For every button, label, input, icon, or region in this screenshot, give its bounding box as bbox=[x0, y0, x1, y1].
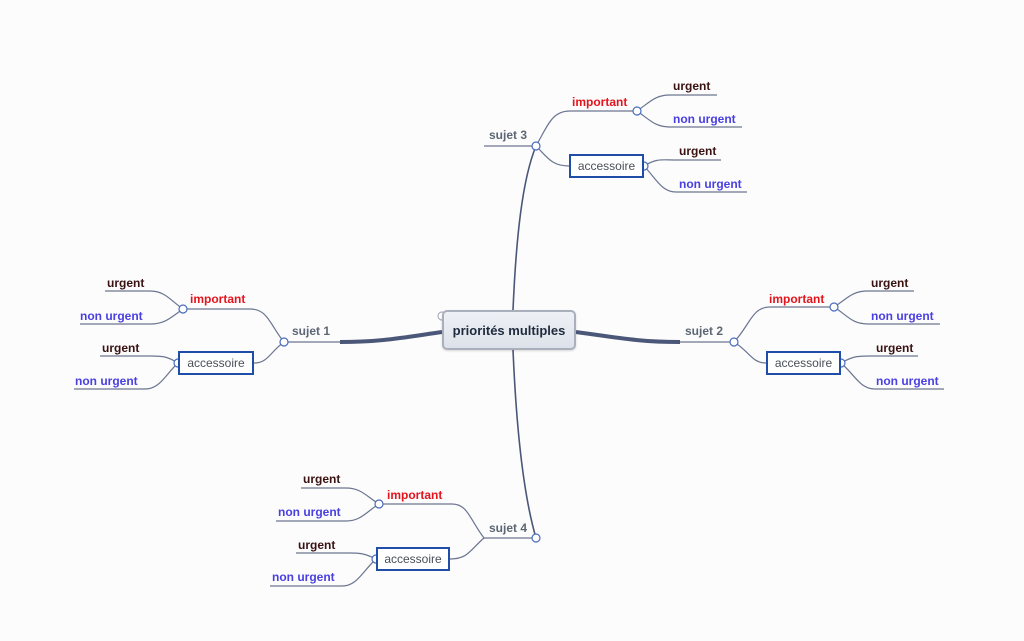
s3-important-urgent[interactable]: urgent bbox=[673, 79, 711, 93]
s4-important-non-urgent[interactable]: non urgent bbox=[278, 505, 341, 519]
topic-sujet-4[interactable]: sujet 4 bbox=[489, 521, 528, 535]
node-handle-s4-important bbox=[374, 499, 384, 509]
node-handle-sujet1 bbox=[279, 337, 289, 347]
topic-sujet-3[interactable]: sujet 3 bbox=[489, 128, 528, 142]
root-node[interactable]: priorités multiples bbox=[442, 310, 576, 350]
s4-accessoire-non-urgent[interactable]: non urgent bbox=[272, 570, 335, 584]
branch-root-sujet3 bbox=[512, 145, 537, 311]
s3-accessoire-non-urgent[interactable]: non urgent bbox=[679, 177, 742, 191]
s1-accessoire-urgent[interactable]: urgent bbox=[102, 341, 140, 355]
topic-sujet-1[interactable]: sujet 1 bbox=[292, 324, 331, 338]
s2-accessoire-node[interactable]: accessoire bbox=[766, 351, 841, 375]
node-handle-sujet4 bbox=[531, 533, 541, 543]
s4-important-urgent[interactable]: urgent bbox=[303, 472, 341, 486]
s1-important-non-urgent[interactable]: non urgent bbox=[80, 309, 143, 323]
node-handle-sujet2 bbox=[729, 337, 739, 347]
s1-important-urgent[interactable]: urgent bbox=[107, 276, 145, 290]
s4-important-node[interactable]: important bbox=[387, 488, 443, 502]
s2-accessoire-urgent[interactable]: urgent bbox=[876, 341, 914, 355]
s2-important-non-urgent[interactable]: non urgent bbox=[871, 309, 934, 323]
node-handle-s2-important bbox=[829, 302, 839, 312]
branch-root-sujet2 bbox=[575, 330, 681, 344]
branch-root-sujet1 bbox=[339, 330, 443, 344]
branch-root-sujet4 bbox=[512, 349, 537, 539]
s1-accessoire-non-urgent[interactable]: non urgent bbox=[75, 374, 138, 388]
node-handle-s3-important bbox=[632, 106, 642, 116]
s1-accessoire-node[interactable]: accessoire bbox=[178, 351, 254, 375]
node-handle-s1-important bbox=[178, 304, 188, 314]
topic-sujet-2[interactable]: sujet 2 bbox=[685, 324, 724, 338]
s3-accessoire-node[interactable]: accessoire bbox=[569, 154, 644, 178]
s2-accessoire-non-urgent[interactable]: non urgent bbox=[876, 374, 939, 388]
s3-important-non-urgent[interactable]: non urgent bbox=[673, 112, 736, 126]
s4-accessoire-urgent[interactable]: urgent bbox=[298, 538, 336, 552]
s4-accessoire-node[interactable]: accessoire bbox=[376, 547, 450, 571]
s2-important-urgent[interactable]: urgent bbox=[871, 276, 909, 290]
s3-important-node[interactable]: important bbox=[572, 95, 628, 109]
s2-important-node[interactable]: important bbox=[769, 292, 825, 306]
node-handle-sujet3 bbox=[531, 141, 541, 151]
s3-accessoire-urgent[interactable]: urgent bbox=[679, 144, 717, 158]
s1-important-node[interactable]: important bbox=[190, 292, 246, 306]
